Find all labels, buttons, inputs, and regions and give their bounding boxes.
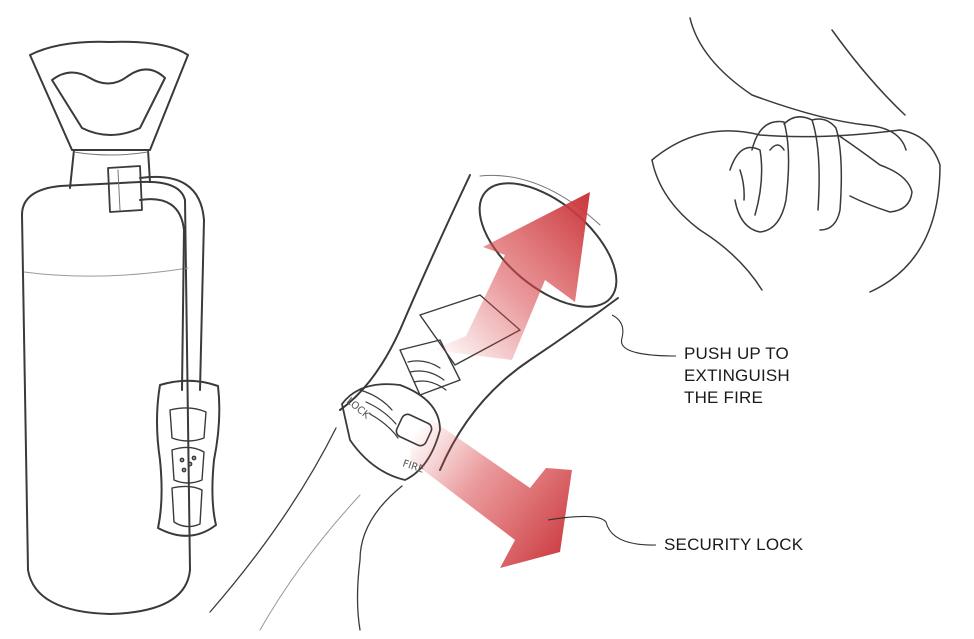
push-up-annotation: PUSH UP TO EXTINGUISH THE FIRE <box>684 343 790 409</box>
extinguisher-sketch <box>22 42 219 614</box>
push-up-line-2: EXTINGUISH <box>684 365 790 387</box>
security-lock-arrow <box>410 420 572 568</box>
push-up-line-3: THE FIRE <box>684 387 790 409</box>
push-up-line-1: PUSH UP TO <box>684 343 790 365</box>
lock-mark: LOCK <box>344 396 372 422</box>
hand-grip-sketch <box>652 18 940 292</box>
push-up-leader-line <box>612 315 676 356</box>
security-lock-annotation: SECURITY LOCK <box>664 534 803 556</box>
